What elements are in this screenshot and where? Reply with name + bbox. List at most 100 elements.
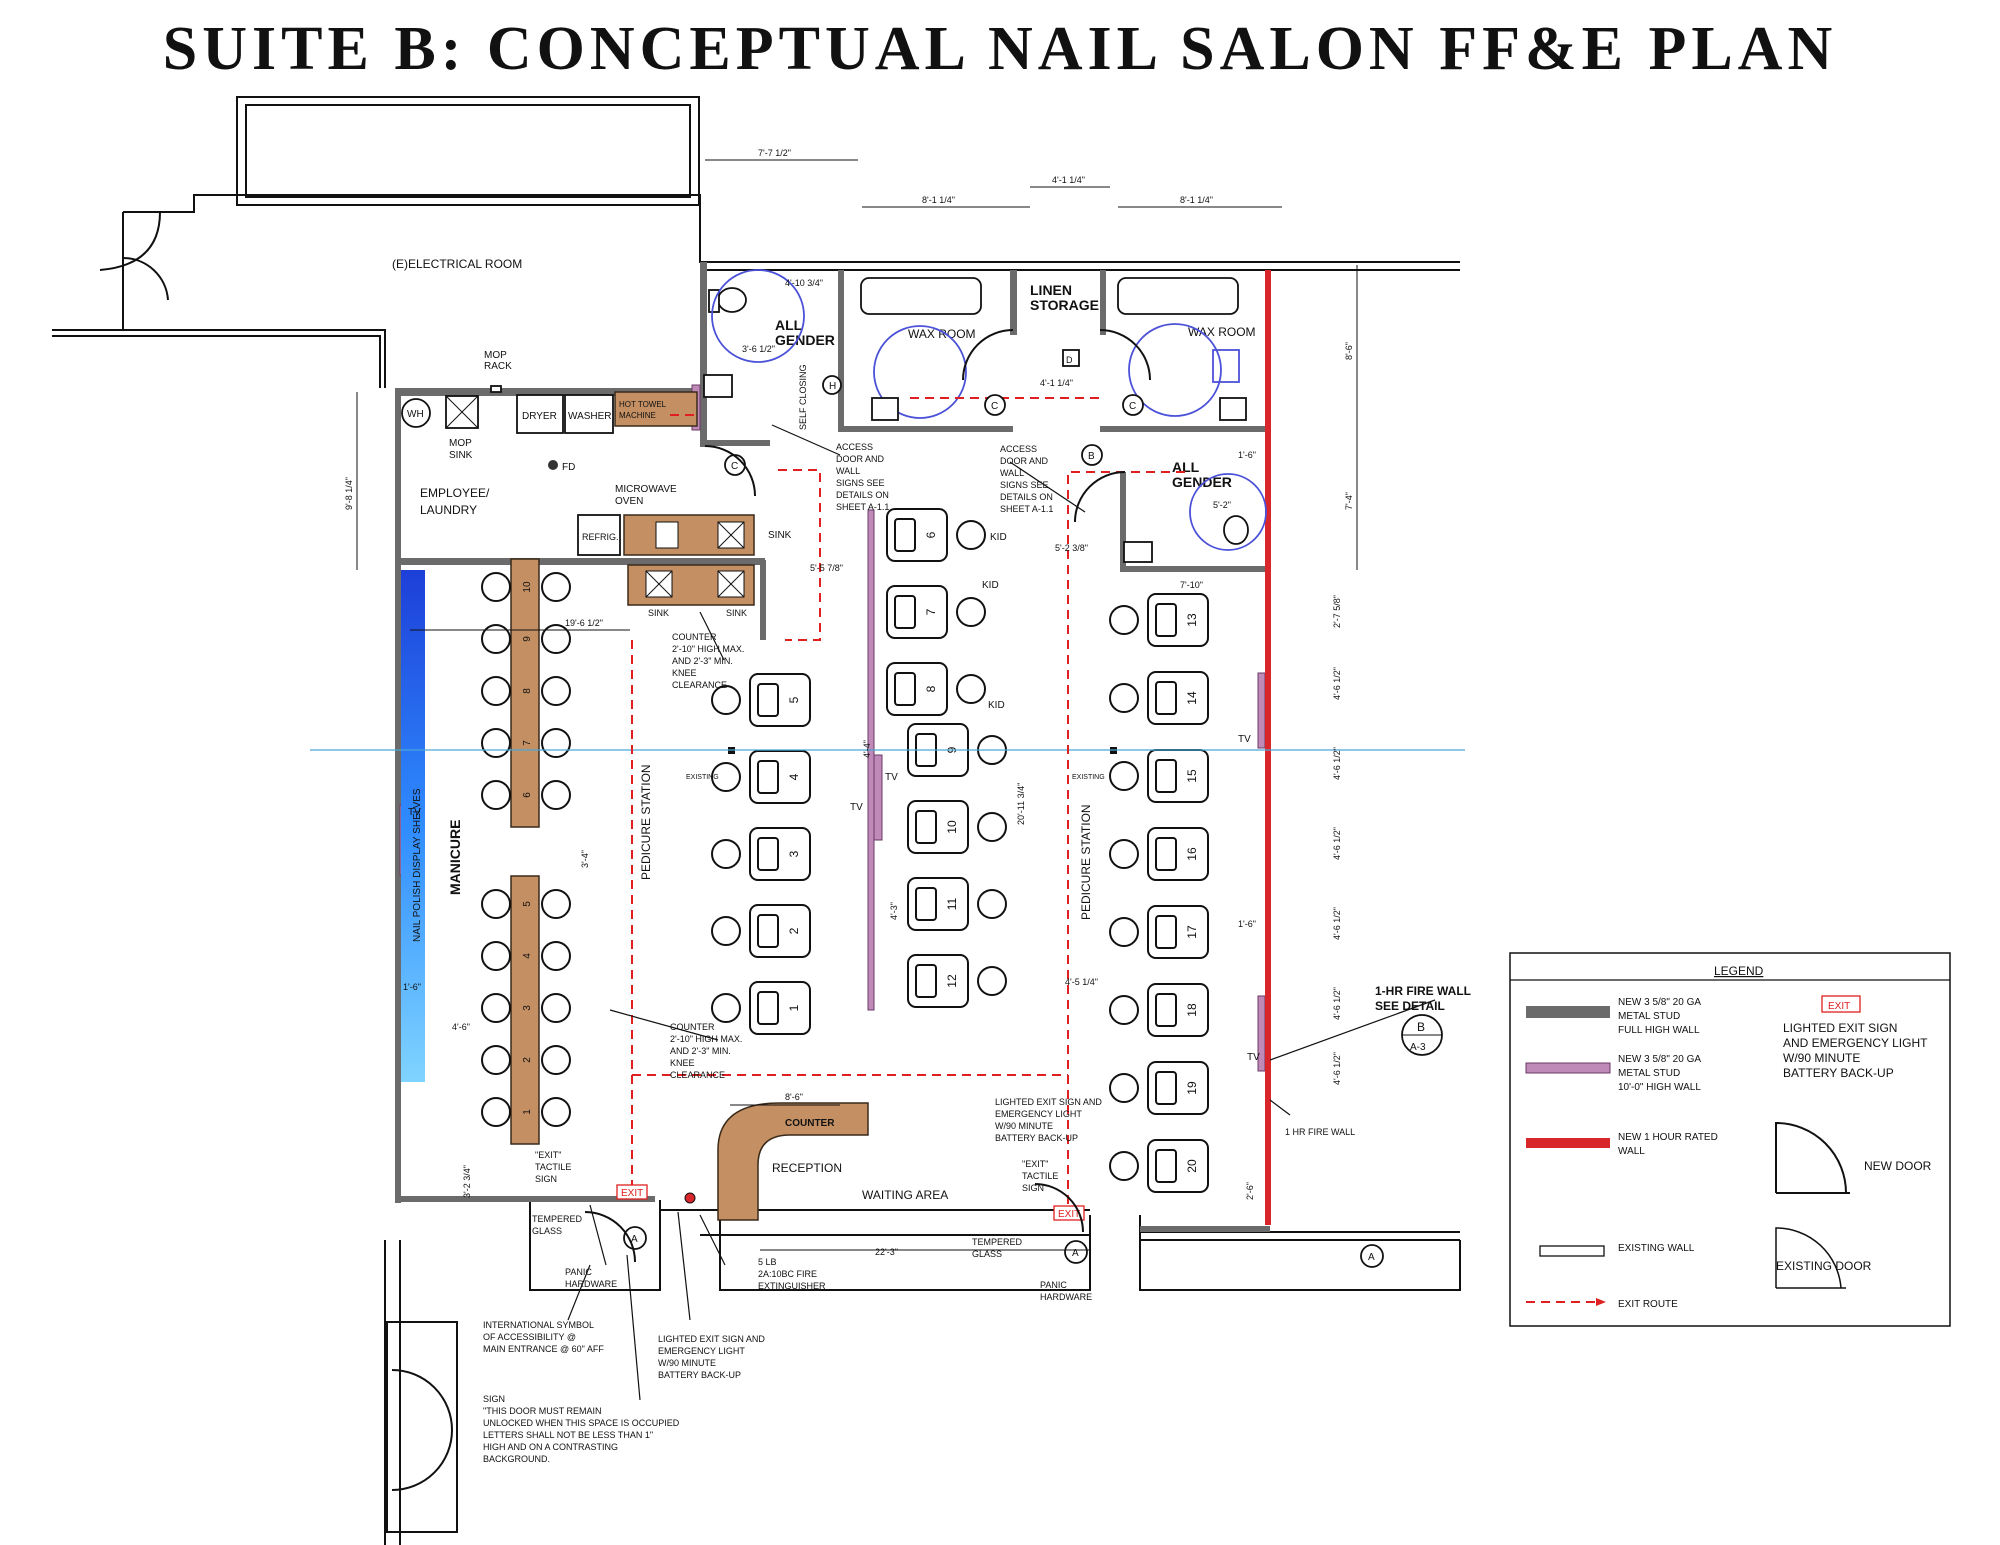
legend-exit-desc: W/90 MINUTE: [1783, 1051, 1860, 1065]
note-line: ACCESS: [1000, 444, 1037, 454]
svg-text:1'-6": 1'-6": [1238, 919, 1256, 929]
svg-text:MACHINE: MACHINE: [619, 411, 656, 420]
note-line: SIGN: [483, 1394, 505, 1404]
pedicure-chair: 15: [1109, 749, 1209, 803]
note-line: GLASS: [972, 1249, 1002, 1259]
svg-text:8'-6": 8'-6": [785, 1092, 803, 1102]
note-line: W/90 MINUTE: [658, 1358, 716, 1368]
note-line: LETTERS SHALL NOT BE LESS THAN 1": [483, 1430, 653, 1440]
pedicure-stool: [1109, 1073, 1139, 1103]
legend-new-door-label: NEW DOOR: [1864, 1159, 1932, 1173]
tv-label-2: TV: [850, 802, 863, 813]
svg-text:DRYER: DRYER: [522, 411, 557, 422]
manicure-station-label: 9: [522, 636, 533, 642]
legend-item-text: NEW 1 HOUR RATED: [1618, 1132, 1718, 1143]
pedicure-chair: 10: [907, 800, 1007, 854]
svg-text:A: A: [1072, 1248, 1079, 1259]
tv-label-3: TV: [885, 772, 898, 783]
note-line: PANIC: [1040, 1280, 1067, 1290]
svg-text:4'-6 1/2": 4'-6 1/2": [1332, 907, 1342, 940]
legend-title: LEGEND: [1714, 964, 1764, 978]
linen-storage-label-1: LINEN: [1030, 282, 1072, 298]
legend-exit-desc: AND EMERGENCY LIGHT: [1783, 1036, 1928, 1050]
manicure-stool: [541, 780, 571, 810]
legend-item-text: FULL HIGH WALL: [1618, 1025, 1700, 1036]
legend-swatch-10ft-wall: [1525, 1062, 1611, 1074]
leader-lines: [567, 424, 1436, 1401]
pedicure-chair: 19: [1109, 1061, 1209, 1115]
svg-text:HOT TOWEL: HOT TOWEL: [619, 400, 667, 409]
pedicure-stool: [956, 674, 986, 704]
nail-polish-display-shelves: [401, 570, 425, 1082]
note-line: BACKGROUND.: [483, 1454, 550, 1464]
pedicure-chair: 18: [1109, 983, 1209, 1037]
pedicure-stool: [956, 597, 986, 627]
pedicure-station-label: 19: [1185, 1081, 1199, 1095]
svg-text:SINK: SINK: [768, 530, 792, 541]
svg-text:4'-6": 4'-6": [452, 1022, 470, 1032]
svg-text:2'-7 5/8": 2'-7 5/8": [1332, 595, 1342, 628]
note-line: TEMPERED: [532, 1214, 583, 1224]
pedicure-stool: [977, 812, 1007, 842]
legend-item-text: NEW 3 5/8" 20 GA: [1618, 997, 1701, 1008]
svg-text:C: C: [731, 461, 738, 472]
pedicure-station-label: 18: [1185, 1003, 1199, 1017]
all-gender-1-label-1: ALL: [775, 317, 803, 333]
legend-new-door-symbol: [1775, 1121, 1847, 1194]
svg-text:2'-6": 2'-6": [1245, 1182, 1255, 1200]
note-line: WALL: [836, 466, 860, 476]
note-line: HIGH AND ON A CONTRASTING: [483, 1442, 618, 1452]
svg-text:7'-10": 7'-10": [1180, 580, 1203, 590]
manicure-stool: [541, 1045, 571, 1075]
note-line: CLEARANCE: [672, 680, 727, 690]
svg-text:3'-6 1/2": 3'-6 1/2": [742, 344, 775, 354]
note-line: EMERGENCY LIGHT: [995, 1109, 1082, 1119]
wax-room-2-label: WAX ROOM: [1188, 325, 1256, 339]
note-line: BATTERY BACK-UP: [995, 1133, 1078, 1143]
nail-polish-label: NAIL POLISH DISPLAY SHELVES: [412, 788, 423, 942]
svg-text:MICROWAVE: MICROWAVE: [615, 484, 677, 495]
pedicure-chair: 16: [1109, 827, 1209, 881]
pedicure-stool: [956, 520, 986, 550]
note-line: DETAILS ON: [1000, 492, 1053, 502]
svg-text:B: B: [1417, 1020, 1425, 1034]
manicure-stool: [541, 889, 571, 919]
manicure-stool: [541, 941, 571, 971]
manicure-stool: [541, 572, 571, 602]
pedicure-station-label: 3: [787, 850, 801, 857]
pedicure-chair: 13: [1109, 593, 1209, 647]
note-line: UNLOCKED WHEN THIS SPACE IS OCCUPIED: [483, 1418, 680, 1428]
manicure-stool: [541, 624, 571, 654]
svg-text:4'-6 1/2": 4'-6 1/2": [1332, 667, 1342, 700]
note-line: 1-HR FIRE WALL: [1375, 984, 1471, 998]
note-line: 5 LB: [758, 1257, 777, 1267]
note-line: COUNTER: [670, 1022, 715, 1032]
pedicure-stool: [1109, 917, 1139, 947]
note-line: 2A:10BC FIRE: [758, 1269, 817, 1279]
svg-text:8'-1 1/4": 8'-1 1/4": [1180, 195, 1213, 205]
pedicure-chair: 4: [711, 750, 811, 804]
svg-text:SINK: SINK: [449, 450, 473, 461]
manicure-station-label: 10: [522, 581, 533, 593]
manicure-stool: [541, 728, 571, 758]
note-line: OF ACCESSIBILITY @: [483, 1332, 576, 1342]
pedicure-station-label: 10: [945, 820, 959, 834]
svg-text:3'-2 3/4": 3'-2 3/4": [462, 1165, 472, 1198]
pedicure-stool: [711, 839, 741, 869]
waiting-area-label: WAITING AREA: [862, 1188, 948, 1202]
break-counter: REFRIG. MICROWAVE OVEN SINK SINK SINK: [577, 484, 792, 618]
svg-text:5'-5 7/8": 5'-5 7/8": [810, 563, 843, 573]
svg-text:4'-6 1/2": 4'-6 1/2": [1332, 747, 1342, 780]
kid-label-2: KID: [988, 700, 1005, 711]
legend-item-text: METAL STUD: [1618, 1068, 1680, 1079]
fire-wall: [1265, 270, 1271, 1225]
tv-label-5: TV: [1247, 1052, 1260, 1063]
manicure-stool: [541, 676, 571, 706]
note-line: INTERNATIONAL SYMBOL: [483, 1320, 594, 1330]
pedicure-chair: 2: [711, 904, 811, 958]
note-line: HARDWARE: [565, 1279, 617, 1289]
svg-text:A: A: [631, 1234, 638, 1245]
pedicure-station-label: 6: [924, 531, 938, 538]
